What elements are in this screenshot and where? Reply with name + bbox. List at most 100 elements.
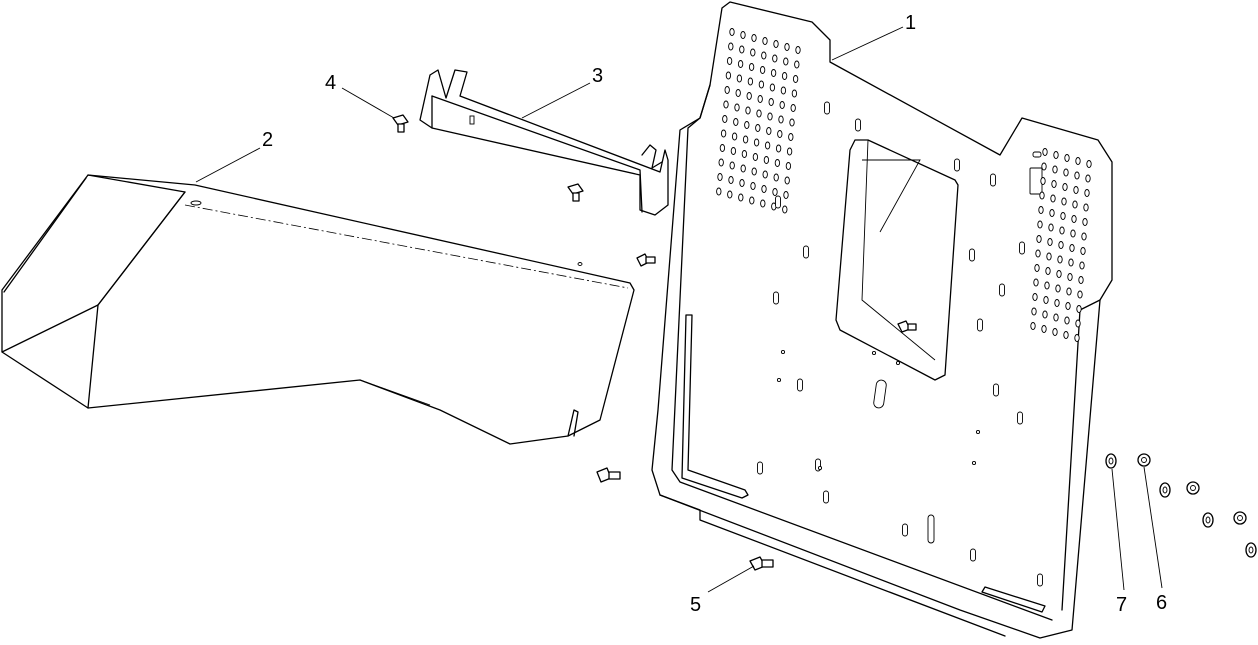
vent-hole [726, 57, 733, 65]
vent-hole [1053, 151, 1059, 159]
vent-hole [1077, 290, 1083, 299]
vent-hole [1046, 252, 1052, 261]
mount-slot [773, 291, 779, 305]
vent-hole [779, 101, 785, 109]
vent-hole [1075, 319, 1081, 328]
mount-slot [797, 378, 803, 392]
callout-labels: 1 2 3 4 5 6 7 [262, 12, 1167, 616]
vent-hole [1031, 307, 1037, 316]
vent-hole [1078, 276, 1084, 284]
vent-hole [780, 86, 787, 95]
vent-hole [760, 199, 766, 208]
mount-slot [977, 318, 983, 332]
screw-4 [392, 114, 409, 133]
mount-slot [1019, 241, 1025, 255]
vent-hole [1055, 284, 1061, 293]
vent-hole [1049, 209, 1055, 217]
vent-hole [750, 182, 756, 190]
vent-hole [790, 104, 796, 112]
vent-hole [1081, 232, 1087, 241]
vent-hole [729, 161, 735, 170]
vent-hole [1050, 194, 1056, 203]
vent-hole [744, 121, 750, 129]
vent-hole [795, 46, 801, 54]
vent-hole [1043, 296, 1049, 304]
vent-hole [792, 75, 799, 83]
callout-6: 6 [1156, 592, 1167, 614]
vent-hole [727, 190, 733, 199]
mount-slot [999, 283, 1005, 297]
vent-hole [742, 135, 749, 144]
callout-1: 1 [905, 12, 916, 34]
vent-hole [1068, 258, 1074, 267]
vent-hole [1079, 261, 1085, 270]
vent-hole [777, 130, 783, 138]
vent-hole [784, 176, 790, 185]
vent-hole [1084, 189, 1090, 197]
vent-hole [763, 156, 770, 164]
vent-hole [731, 132, 738, 141]
pilot-hole [895, 360, 901, 366]
vent-hole [762, 37, 768, 45]
vent-hole [728, 42, 734, 51]
vent-hole [770, 69, 777, 77]
vent-hole [1040, 177, 1046, 185]
vent-hole [1075, 157, 1081, 165]
vent-hole [730, 147, 737, 155]
vent-hole [789, 118, 795, 127]
pilot-hole [776, 377, 782, 383]
vent-hole [1059, 226, 1065, 235]
callout-4: 4 [325, 72, 336, 94]
mount-slot [954, 158, 960, 172]
vent-hole [778, 115, 784, 124]
vent-hole [1036, 235, 1042, 243]
vent-hole [782, 205, 788, 214]
vent-hole [768, 98, 774, 106]
vent-hole [720, 129, 727, 138]
vent-hole [758, 80, 765, 89]
vent-hole [1060, 212, 1066, 220]
mount-slot [1017, 411, 1023, 425]
vent-hole [746, 92, 752, 100]
vent-hole [751, 167, 757, 176]
vent-hole [739, 179, 745, 187]
vent-hole [1052, 165, 1058, 174]
vent-hole [1064, 154, 1070, 162]
vent-hole [724, 86, 730, 94]
vent-hole [1072, 200, 1078, 209]
vent-hole [728, 176, 734, 184]
vent-hole [1047, 238, 1053, 246]
vent-hole [1056, 270, 1062, 278]
vent-hole [1054, 299, 1060, 307]
vent-hole [737, 60, 744, 68]
callout-7: 7 [1116, 594, 1127, 616]
vent-hole [766, 127, 772, 135]
vent-hole [716, 187, 722, 196]
mount-slot [855, 118, 861, 132]
vent-hole [1083, 203, 1089, 212]
nut-6 [1137, 453, 1247, 525]
vent-hole [785, 162, 792, 170]
vent-hole [1033, 278, 1039, 287]
vent-hole [761, 185, 767, 193]
vent-hole [772, 188, 778, 196]
vent-hole [1042, 310, 1048, 319]
vent-hole [1069, 244, 1075, 252]
vent-hole [783, 57, 789, 66]
vent-hole [1070, 229, 1076, 238]
vent-hole [1063, 331, 1069, 339]
vent-hole [739, 45, 745, 54]
mount-slot [824, 101, 830, 115]
vent-holes [716, 28, 1092, 587]
fasteners [392, 114, 1257, 571]
vent-hole [1042, 148, 1048, 156]
pilot-hole [971, 460, 977, 466]
screw-panel-center [897, 320, 917, 333]
vent-hole [1057, 255, 1063, 264]
vent-hole [1071, 215, 1077, 223]
vent-hole [1034, 264, 1040, 272]
vent-hole [734, 103, 740, 112]
vent-hole [740, 31, 746, 39]
vent-hole [1044, 281, 1050, 290]
part-2-chute [1, 174, 635, 445]
